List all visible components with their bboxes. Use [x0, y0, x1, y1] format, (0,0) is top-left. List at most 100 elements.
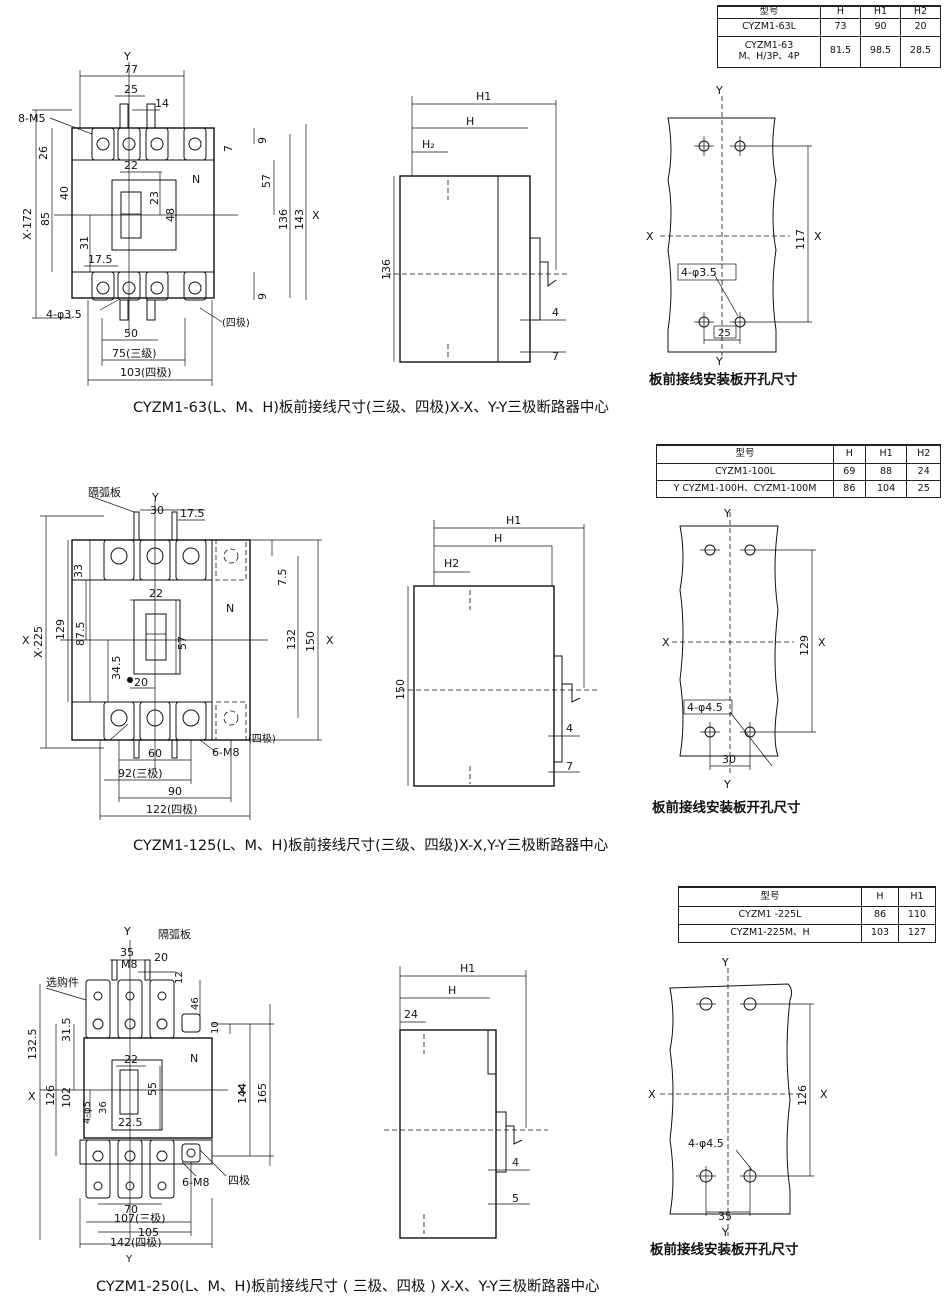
- dim-4: 4: [566, 722, 573, 735]
- dim-103: 103(四极): [120, 365, 172, 379]
- axis-x: X: [662, 636, 670, 649]
- dim-132: 132: [285, 629, 298, 650]
- section-caption-250: CYZM1-250(L、M、H)板前接线尺寸 ( 三极、四极 ) X-X、Y-Y…: [96, 1277, 600, 1295]
- dim-46: 46: [190, 997, 201, 1010]
- dim-12: 12: [174, 971, 185, 984]
- panel-cutout-125: Y X X 129 4-φ4.5 30 Y: [662, 507, 826, 791]
- dim-h2: H2: [444, 557, 459, 570]
- front-view-125: 隔弧板 Y 30 17.5 33 X·225 129 87.5 22 57 34…: [22, 485, 334, 820]
- table-cell: CYZM1-225M、H: [678, 924, 862, 943]
- dim-122: 122(四极): [146, 802, 198, 816]
- dim-4: 4: [512, 1156, 519, 1169]
- dim-129: 129: [798, 635, 811, 656]
- panel-cutout-250: Y X X 126 4-φ4.5 35 Y: [648, 956, 828, 1239]
- table-cell: CYZM1-63 M、H/3P、4P: [717, 35, 821, 68]
- dim-14: 14: [155, 97, 169, 110]
- front-view-63: Y 77 25 14 8-M5 26 40 X·172 85 31 17.5 2…: [18, 50, 320, 386]
- dim-55: 55: [146, 1082, 159, 1096]
- side-body: [413, 585, 555, 787]
- dim-77: 77: [124, 63, 138, 76]
- axis-y: Y: [715, 84, 723, 97]
- dim-22: 22: [124, 1053, 138, 1066]
- dim-9-top: 9: [256, 137, 269, 144]
- dim-105: 105: [138, 1226, 159, 1239]
- dim-h1: H1: [476, 90, 491, 103]
- side-view-125: H1 H H2 150 4 7: [394, 514, 600, 787]
- side-view-63: H1 H H₂ 136 4 7: [380, 90, 568, 363]
- dim-7: 7: [222, 145, 235, 152]
- axis-x-left: X: [22, 634, 30, 647]
- dim-4: 4: [552, 306, 559, 319]
- dim-35: 35: [718, 1210, 732, 1223]
- label-optional-part: 选购件: [46, 975, 79, 989]
- dim-57: 57: [176, 636, 189, 650]
- dim-x225: X·225: [32, 626, 45, 658]
- dim-33: 33: [72, 564, 85, 578]
- dim-24: 24: [404, 1008, 418, 1021]
- axis-x-right: X: [820, 1088, 828, 1101]
- axis-y-bottom: Y: [715, 355, 723, 368]
- panel-outline: [669, 983, 793, 1215]
- dim-hole: 4-φ3.5: [46, 308, 82, 321]
- dim-40: 40: [58, 186, 71, 200]
- bottom-terminals: [91, 271, 207, 321]
- dim-h: H: [494, 532, 502, 545]
- side-body: [399, 175, 531, 363]
- table-cell: 28.5: [900, 35, 941, 68]
- handle-window: [111, 1059, 163, 1131]
- dim-20: 20: [154, 951, 168, 964]
- dim-35: 35: [120, 946, 134, 959]
- dim-m8: M8: [121, 958, 138, 971]
- table-cell: 104: [864, 480, 908, 498]
- dim-h: H: [448, 984, 456, 997]
- dim-y: Y: [123, 925, 131, 938]
- dim-129: 129: [54, 619, 67, 640]
- handle-icon: [145, 613, 167, 661]
- dim-87-5: 87.5: [74, 622, 87, 647]
- dim-h1: H1: [460, 962, 475, 975]
- dim-102: 102: [60, 1087, 73, 1108]
- handle-window: [133, 599, 181, 675]
- label-four-pole: 四极: [228, 1173, 250, 1187]
- th-h2: H2: [900, 4, 941, 19]
- side-body: [399, 1029, 497, 1239]
- dim-142: 142(四极): [110, 1235, 162, 1249]
- axis-y-bottom: Y: [721, 1226, 729, 1239]
- dim-126: 126: [44, 1085, 57, 1106]
- dim-10: 10: [210, 1021, 221, 1034]
- axis-x: X: [646, 230, 654, 243]
- dim-70: 70: [124, 1203, 138, 1216]
- dim-h: H: [466, 115, 474, 128]
- panel-outline: [667, 117, 777, 353]
- dim-136: 136: [277, 209, 290, 230]
- dim-7-side: 7: [566, 760, 573, 773]
- side-view-250: H1 H 24 4 5: [384, 962, 548, 1239]
- dim-75: 75(三级): [112, 347, 157, 360]
- dim-5: 5: [512, 1192, 519, 1205]
- label-four-pole: (四极): [222, 316, 250, 329]
- axis-y-bottom: Y: [125, 1254, 133, 1265]
- dim-60: 60: [148, 747, 162, 760]
- dim-25: 25: [718, 328, 731, 339]
- dim-57: 57: [260, 174, 273, 188]
- label-n: N: [190, 1052, 198, 1065]
- panel-caption-63: 板前接线安装板开孔尺寸: [649, 371, 798, 388]
- table-cell: Y CYZM1-100H、CYZM1-100M: [656, 480, 834, 498]
- dim-117: 117: [794, 229, 807, 250]
- dim-22: 22: [149, 587, 163, 600]
- front-view-250: Y 35 M8 20 隔弧板 选购件 12 46 10 132.5 31.5 2…: [26, 925, 274, 1265]
- axis-y-bottom: Y: [723, 778, 731, 791]
- table-cell: 127: [898, 924, 936, 943]
- dim-50: 50: [124, 327, 138, 340]
- panel-cutout-63: Y X X 117 4-φ3.5 25 Y: [646, 84, 822, 368]
- dim-30: 30: [150, 504, 164, 517]
- axis-x-right: X: [818, 636, 826, 649]
- axis-x-left: X: [28, 1090, 36, 1103]
- label-n: N: [226, 602, 234, 615]
- dim-90: 90: [168, 785, 182, 798]
- dim-48: 48: [164, 208, 177, 222]
- dim-8-m5: 8-M5: [18, 112, 45, 125]
